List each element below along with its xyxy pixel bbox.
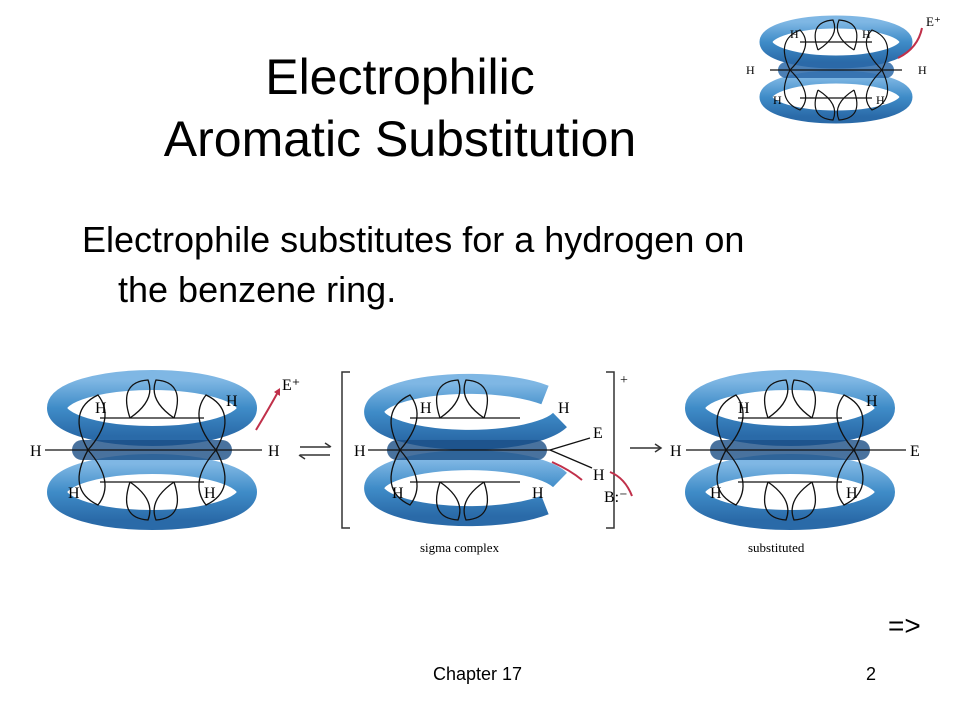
reactant-h-1: H	[95, 400, 107, 417]
slide-title: Electrophilic Aromatic Substitution	[60, 46, 740, 170]
product-e: E	[910, 443, 920, 460]
benzene-sigma-complex: H H H H H E H B:⁻	[354, 373, 633, 527]
base-label: B:⁻	[604, 489, 628, 506]
slide-bullet: Electrophile substitutes for a hydrogen …	[82, 215, 902, 315]
reactant-h-2: H	[226, 393, 238, 410]
small-h-6: H	[876, 93, 885, 107]
caption-sigma-complex: sigma complex	[420, 540, 500, 555]
small-h-1: H	[790, 27, 799, 41]
sigma-h-3: H	[354, 443, 366, 460]
title-line-2: Aromatic Substitution	[163, 111, 637, 167]
sigma-h-6: H	[593, 467, 605, 484]
bracket-plus: +	[620, 373, 628, 388]
small-h-5: H	[773, 93, 782, 107]
reactant-e-plus: E⁺	[282, 377, 300, 394]
product-h-1: H	[738, 400, 750, 417]
caption-substituted: substituted	[748, 540, 805, 555]
sigma-e: E	[593, 425, 603, 442]
sigma-h-4: H	[392, 485, 404, 502]
product-h-3: H	[670, 443, 682, 460]
equilibrium-arrows	[298, 442, 332, 460]
small-e-plus: E⁺	[926, 14, 941, 29]
product-h-5: H	[846, 485, 858, 502]
benzene-reactant: H H H H H H E⁺	[30, 370, 300, 530]
sigma-bracket	[341, 371, 615, 529]
small-h-4: H	[918, 63, 927, 77]
small-h-3: H	[746, 63, 755, 77]
sigma-h-1: H	[420, 400, 432, 417]
small-h-2: H	[862, 27, 871, 41]
product-h-4: H	[710, 485, 722, 502]
sigma-h-5: H	[532, 485, 544, 502]
footer-page-number: 2	[866, 664, 877, 684]
small-red-arrow	[897, 27, 923, 59]
sigma-h-2: H	[558, 400, 570, 417]
reactant-h-5: H	[68, 485, 80, 502]
product-h-2: H	[866, 393, 878, 410]
next-slide-arrow[interactable]: =>	[888, 610, 921, 641]
reactant-h-6: H	[204, 485, 216, 502]
reactant-h-4: H	[268, 443, 280, 460]
footer-chapter: Chapter 17	[433, 664, 523, 684]
bullet-line-2: the benzene ring.	[118, 269, 397, 310]
title-line-1: Electrophilic	[265, 49, 535, 105]
reactant-h-3: H	[30, 443, 42, 460]
forward-arrow	[630, 443, 663, 453]
small-benzene-diagram: H H H H H H E⁺	[746, 14, 941, 124]
benzene-product: H H H E H H	[670, 370, 920, 530]
bullet-line-1: Electrophile substitutes for a hydrogen …	[82, 219, 745, 260]
